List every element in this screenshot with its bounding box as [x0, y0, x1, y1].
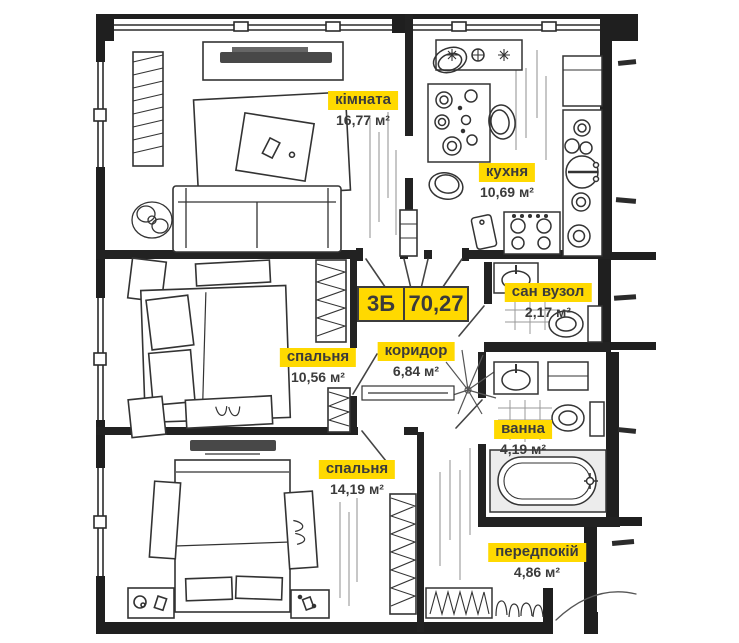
snowflake-icon: [446, 49, 458, 61]
flower-icon: [471, 48, 485, 62]
door-bath: [455, 399, 483, 429]
room-name: кухня: [478, 163, 536, 182]
living-room-furniture: [131, 41, 418, 257]
slippers-icon: [215, 406, 241, 417]
nightstand: [290, 589, 330, 619]
snowflake-icon: [498, 49, 510, 61]
room-label-hallway: передпокій 4,86 м²: [488, 543, 586, 580]
tv-icon: [190, 440, 276, 451]
room-name: спальня: [279, 348, 357, 367]
corridor-decor: [361, 349, 497, 415]
nightstand: [127, 587, 175, 619]
bathroom-furniture: [489, 361, 607, 513]
blanket-box: [234, 575, 284, 601]
kitchen-sink-icon: [565, 155, 600, 189]
bedside-bench: [283, 490, 319, 570]
cutting-board: [470, 214, 498, 250]
room-name: передпокій: [488, 543, 586, 562]
outer-walls: [96, 14, 656, 634]
kitchen-furniture: [427, 39, 603, 257]
room-area: 6,84 м²: [392, 362, 440, 379]
apartment-badge: 3Б 70,27: [357, 286, 469, 322]
windows: [93, 21, 600, 576]
room-name: ванна: [494, 420, 552, 439]
chair: [488, 104, 516, 140]
room-label-bathroom: ванна 4,19 м²: [494, 420, 552, 457]
chair: [432, 46, 468, 74]
apartment-layout-code: 3Б: [366, 291, 396, 316]
bedside-bench: [148, 480, 182, 560]
bench: [184, 394, 274, 430]
room-area: 10,69 м²: [480, 183, 534, 200]
wardrobe: [327, 387, 351, 433]
chair: [428, 172, 464, 200]
hallway-furniture: [425, 587, 544, 619]
bedroom-2-furniture: [127, 440, 417, 619]
toilet-icon: [548, 305, 603, 343]
slippers-icon: [293, 519, 306, 545]
room-label-living-room: кімната 16,77 м²: [328, 91, 398, 128]
wardrobe: [315, 259, 347, 343]
plant-icon: [131, 201, 173, 239]
room-label-kitchen: кухня 10,69 м²: [478, 163, 536, 200]
room-area: 2,17 м²: [524, 303, 572, 320]
room-area: 10,56 м²: [291, 368, 345, 385]
bathtub-icon: [489, 449, 607, 513]
flower-decor-icon: [443, 349, 497, 415]
badge-divider: [403, 288, 405, 320]
stove-icon: [503, 211, 561, 255]
room-label-bedroom-1: спальня 10,56 м²: [279, 348, 357, 385]
shoe-cabinet: [425, 587, 493, 619]
room-label-wc: сан вузол 2,17 м²: [504, 283, 592, 320]
wall-shelf: [399, 209, 418, 257]
dimension-ticks: [611, 59, 637, 546]
room-area: 4,86 м²: [513, 563, 561, 580]
bedroom-1-furniture: [126, 257, 351, 439]
shoes-icon: [495, 600, 544, 618]
room-label-corridor: коридор 6,84 м²: [377, 342, 455, 379]
dining-table: [427, 83, 491, 163]
bed: [174, 459, 291, 613]
room-area: 4,19 м²: [499, 440, 547, 457]
room-area: 16,77 м²: [336, 111, 390, 128]
room-label-bedroom-2: спальня 14,19 м²: [318, 460, 396, 497]
blanket-box: [184, 576, 234, 602]
floor-shading-lines: [339, 50, 547, 606]
entry-door-arc: [555, 591, 637, 621]
door-wc: [458, 305, 485, 337]
fridge: [562, 55, 603, 107]
room-area: 14,19 м²: [330, 480, 384, 497]
corridor-shelf: [361, 385, 455, 401]
bath-sink-icon: [493, 361, 539, 395]
pillow: [145, 294, 195, 351]
radiator-icon: [132, 51, 164, 167]
wardrobe: [389, 493, 417, 615]
bath-cabinet: [547, 361, 589, 391]
tv-stand: [202, 41, 344, 81]
coffee-table: [234, 111, 316, 183]
room-name: спальня: [318, 460, 396, 479]
sofa: [172, 185, 342, 253]
door-bedroom-1: [352, 353, 378, 395]
nightstand: [127, 395, 167, 439]
tv-icon: [220, 52, 332, 63]
decor-panel: [435, 39, 523, 71]
pillow: [147, 348, 196, 407]
toilet-icon: [551, 401, 605, 437]
room-name: сан вузол: [504, 283, 592, 302]
room-name: кімната: [328, 91, 398, 110]
apartment-total-area: 70,27: [408, 291, 464, 316]
room-name: коридор: [377, 342, 455, 361]
headboard-shelf: [194, 259, 272, 287]
